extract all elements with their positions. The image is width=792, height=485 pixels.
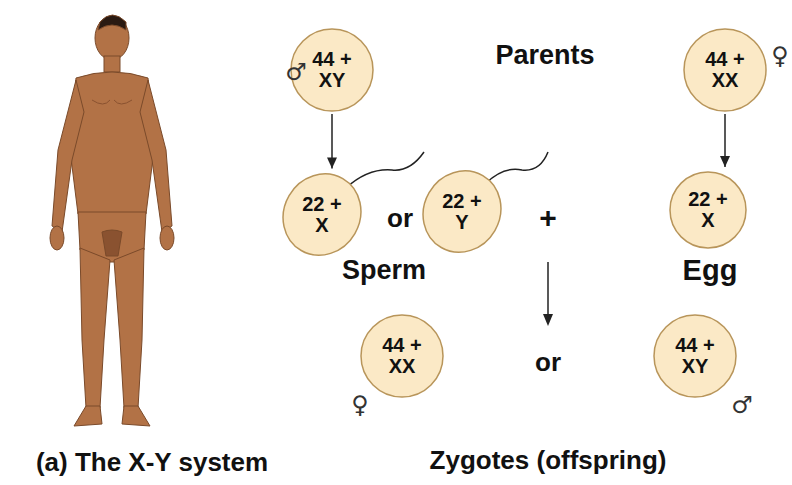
chromosome-count: 22 + X (680, 189, 736, 231)
chromosome-count: 44 + XX (374, 335, 430, 377)
sperm-tail (346, 152, 424, 188)
chromosome-count: 44 + XY (304, 49, 360, 91)
panel-caption: (a) The X-Y system (36, 447, 268, 478)
zygote-cell: 44 + XY (653, 314, 737, 398)
arrow-connector (327, 114, 337, 168)
or-label: or (535, 347, 561, 378)
stage-label: Egg (683, 254, 738, 287)
stage-label: Sperm (342, 255, 426, 286)
or-label: or (387, 203, 413, 234)
sperm-cell: 22 + Y (423, 169, 501, 254)
parent-cell: 44 + XX (683, 28, 767, 112)
chromosome-count: 44 + XY (667, 335, 723, 377)
sex-symbol: ♀ (351, 391, 369, 419)
fertilization-arrow (547, 262, 549, 318)
plus-sign: + (539, 201, 557, 235)
zygote-cell: 44 + XX (360, 314, 444, 398)
chromosome-count: 22 + Y (434, 191, 490, 233)
sperm-cell: 22 + X (283, 172, 361, 257)
chromosome-count: 44 + XX (697, 49, 753, 91)
chromosome-count: 22 + X (294, 194, 350, 236)
sex-symbol: ♂ (731, 391, 753, 419)
stage-label: Zygotes (offspring) (430, 445, 667, 476)
human-figure (50, 15, 174, 426)
sex-symbol: ♂ (285, 58, 307, 86)
sperm-tail (486, 152, 548, 183)
arrowhead (543, 314, 553, 326)
sex-symbol: ♀ (771, 42, 789, 70)
stage-label: Parents (495, 40, 594, 71)
arrow-connector (720, 114, 730, 167)
egg-cell: 22 + X (669, 171, 747, 249)
